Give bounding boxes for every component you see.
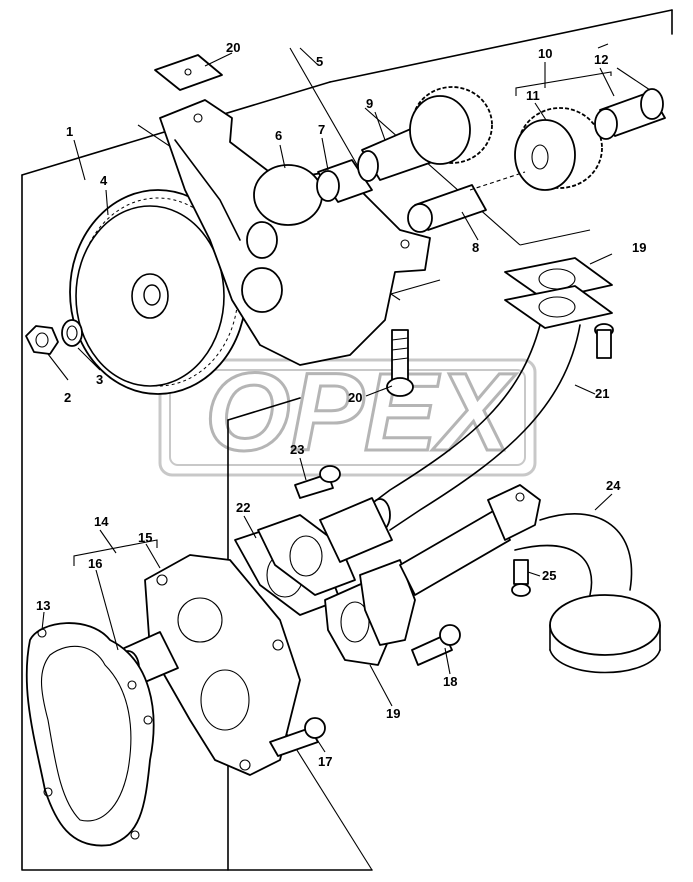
callout-6: 6 — [275, 128, 282, 143]
part-24-bolt — [294, 465, 341, 499]
callout-8: 8 — [472, 240, 479, 255]
callout-1: 1 — [66, 124, 73, 139]
part-21-bolt — [386, 329, 414, 397]
part-12-bushing — [594, 88, 666, 140]
callout-14: 14 — [94, 514, 109, 529]
part-18-bolt — [411, 624, 461, 666]
callout-18: 18 — [443, 674, 457, 689]
callout-3: 3 — [96, 372, 103, 387]
opex-watermark: OPEX — [158, 350, 537, 477]
callout-7: 7 — [318, 122, 325, 137]
part-9-gear-shaft — [357, 86, 493, 182]
callout-15: 15 — [138, 530, 152, 545]
callout-23: 22 — [236, 500, 250, 515]
callout-21: 20 — [348, 390, 362, 405]
callout-4: 4 — [100, 173, 108, 188]
callout-2: 2 — [64, 390, 71, 405]
part-19-flange-gasket-lower — [324, 559, 416, 666]
callout-11: 11 — [526, 88, 540, 103]
callout-25: 24 — [606, 478, 621, 493]
callout-22: 21 — [595, 386, 609, 401]
part-2-nut — [25, 325, 59, 355]
part-17-bolt — [269, 717, 326, 757]
part-15-pump-cover — [144, 554, 301, 776]
part-26-bolt — [511, 559, 531, 597]
callout-24: 23 — [290, 442, 304, 457]
callout-19-bottom: 19 — [386, 706, 400, 721]
part-25-strainer — [399, 484, 661, 674]
callout-13: 13 — [36, 598, 50, 613]
part-20-plate — [154, 54, 223, 91]
part-6-pump-body — [159, 99, 431, 366]
callout-20: 20 — [226, 40, 240, 55]
leader-lines — [41, 43, 651, 753]
callout-10: 10 — [538, 46, 552, 61]
callout-26: 25 — [542, 568, 556, 583]
callout-17: 17 — [318, 754, 332, 769]
part-23-flange — [234, 497, 393, 616]
bolt-top-right — [594, 323, 614, 359]
callout-16: 16 — [88, 556, 102, 571]
callout-labels: 20 1 4 5 6 7 9 8 10 11 12 2 3 19 21 20 2… — [36, 40, 646, 769]
part-3-washer — [61, 319, 83, 347]
callout-5: 5 — [316, 54, 323, 69]
part-8-shaft — [407, 184, 487, 233]
part-13-gasket — [25, 622, 155, 847]
watermark-text: OPEX — [205, 351, 516, 474]
part-4-drive-gear — [69, 189, 247, 395]
callout-9: 9 — [366, 96, 373, 111]
part-19-flange-gasket-top — [504, 257, 613, 329]
callout-19-top: 19 — [632, 240, 646, 255]
callout-12: 12 — [594, 52, 608, 67]
part-11-gear — [514, 107, 603, 191]
